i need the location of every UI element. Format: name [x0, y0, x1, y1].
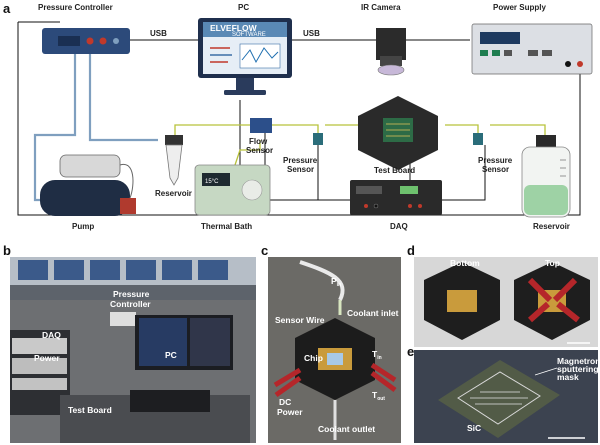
panel-letter-c: c — [261, 243, 268, 258]
flow-sensor — [250, 118, 272, 133]
panel-c: c Pin Sensor Wire Coolant inlet Chip Tin… — [261, 243, 401, 443]
panel-d: d Bottom Top — [407, 243, 598, 347]
ir-camera-label: IR Camera — [361, 3, 401, 12]
b-test-board-label: Test Board — [68, 405, 112, 415]
panel-letter-e: e — [407, 344, 414, 359]
b-power-label: Power — [34, 353, 60, 363]
c-sensor-wire-label: Sensor Wire — [275, 315, 325, 325]
pressure-sensor-left-label-2: Sensor — [287, 165, 314, 174]
software-brand: ELVEFLOW — [210, 23, 258, 33]
flow-sensor-label-1: Flow — [249, 137, 268, 146]
power-supply — [471, 23, 593, 75]
reservoir-left — [165, 135, 183, 186]
c-chip-label: Chip — [304, 353, 323, 363]
panel-a: a Pressure Controller — [3, 1, 593, 231]
e-sic-label: SiC — [467, 423, 481, 433]
pc-monitor: ELVEFLOW SOFTWARE — [198, 18, 292, 95]
daq-label: DAQ — [390, 222, 408, 231]
c-p-in-label: Pin — [331, 276, 341, 288]
e-magnetron-label-3: mask — [557, 372, 579, 382]
pump — [40, 154, 136, 216]
pressure-sensor-right-label-2: Sensor — [482, 165, 509, 174]
panel-letter-a: a — [3, 1, 11, 16]
e-magnetron-label-1: Magnetron — [557, 356, 600, 366]
flow-sensor-label-2: Sensor — [246, 146, 273, 155]
pressure-sensor-right-label-1: Pressure — [478, 156, 513, 165]
reservoir-right-label: Reservoir — [533, 222, 570, 231]
pressure-controller — [42, 28, 130, 54]
panel-e: e Magnetron sputtering mask SiC — [407, 344, 600, 443]
d-bottom-label: Bottom — [450, 258, 480, 268]
c-t-in-label: Tin — [372, 349, 382, 361]
c-coolant-inlet-label: Coolant inlet — [347, 308, 399, 318]
software-sub: SOFTWARE — [232, 32, 266, 38]
usb-left-label: USB — [150, 29, 167, 38]
c-dc-power-label-1: DC — [279, 397, 291, 407]
d-top-label: Top — [545, 258, 560, 268]
pressure-sensor-right — [473, 133, 483, 145]
b-pressure-controller-label-2: Controller — [110, 299, 151, 309]
c-dc-power-label-2: Power — [277, 407, 303, 417]
pump-label: Pump — [72, 222, 94, 231]
b-pc-label: PC — [165, 350, 177, 360]
power-supply-label: Power Supply — [493, 3, 546, 12]
bath-display: 15°C — [205, 179, 219, 185]
c-t-out-label: Tout — [372, 390, 385, 402]
thermal-bath: 15°C — [194, 164, 271, 216]
ir-camera — [376, 28, 406, 76]
pc-label: PC — [238, 3, 249, 12]
c-coolant-outlet-label: Coolant outlet — [318, 424, 375, 434]
pressure-sensor-left — [313, 133, 323, 145]
reservoir-left-label: Reservoir — [155, 189, 192, 198]
panel-b: b Pressure Controller DAQ Power PC Test … — [3, 243, 256, 443]
b-daq-label: DAQ — [42, 330, 61, 340]
thermal-bath-label: Thermal Bath — [201, 222, 252, 231]
panel-letter-b: b — [3, 243, 11, 258]
usb-right-label: USB — [303, 29, 320, 38]
test-board-label: Test Board — [374, 166, 415, 175]
reservoir-right — [521, 135, 571, 218]
b-pressure-controller-label-1: Pressure — [113, 289, 150, 299]
test-board — [358, 96, 438, 170]
e-magnetron-label-2: sputtering — [557, 364, 599, 374]
panel-letter-d: d — [407, 243, 415, 258]
pressure-sensor-left-label-1: Pressure — [283, 156, 318, 165]
pneumatic-lines — [33, 52, 158, 202]
pressure-controller-label: Pressure Controller — [38, 3, 113, 12]
daq — [350, 180, 442, 215]
